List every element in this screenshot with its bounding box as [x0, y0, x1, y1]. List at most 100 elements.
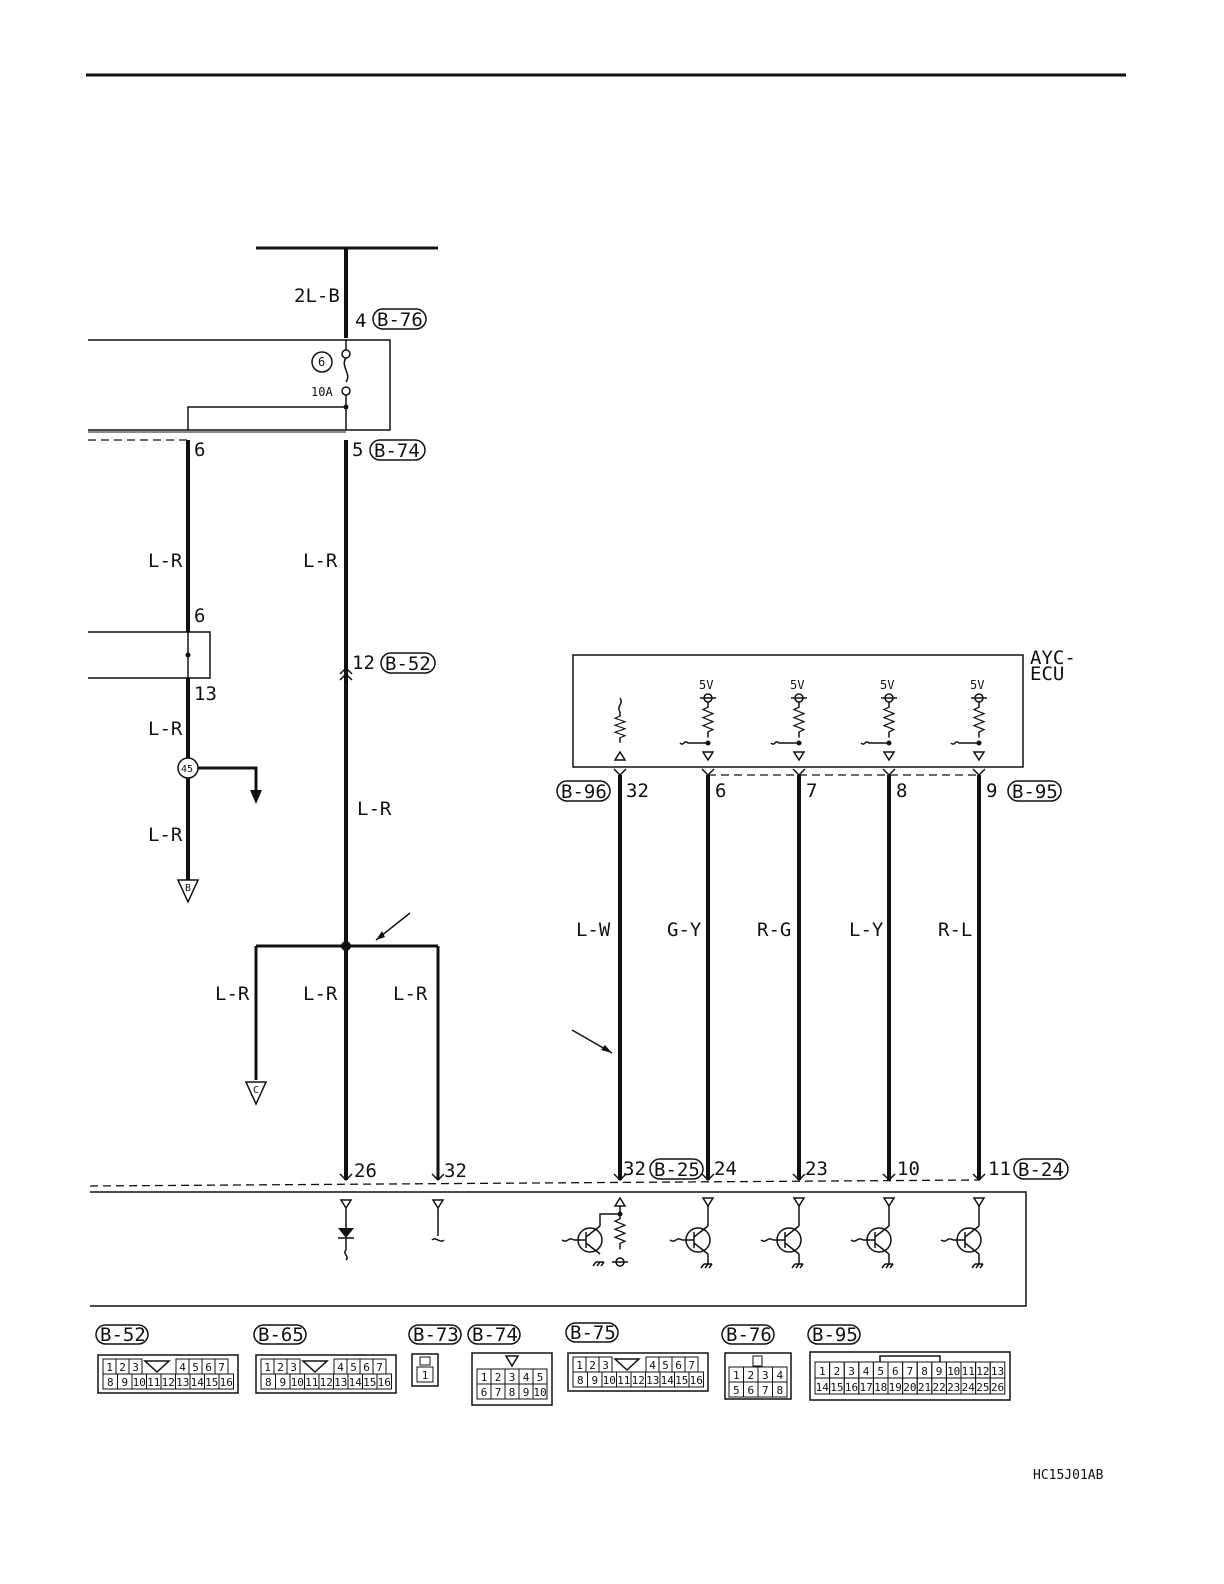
terminal-main-bottom: 26 — [354, 1160, 377, 1182]
svg-text:1: 1 — [264, 1361, 271, 1374]
svg-text:16: 16 — [220, 1376, 233, 1389]
ecu-pin32-resistor — [613, 697, 627, 761]
svg-text:12: 12 — [632, 1374, 645, 1387]
legend-pin-b74-10: 10 — [532, 1383, 548, 1400]
legend-pin-b76-4: 4 — [772, 1366, 788, 1383]
legend-tag-text-b95: B-95 — [812, 1324, 858, 1346]
svg-text:6: 6 — [205, 1361, 212, 1374]
internal-branch — [187, 406, 346, 430]
svg-text:8: 8 — [107, 1376, 114, 1389]
svg-text:6: 6 — [363, 1361, 370, 1374]
connector-tag-b52: B-52 — [380, 652, 436, 675]
svg-text:2: 2 — [589, 1359, 596, 1372]
legend-housing-b74 — [471, 1352, 553, 1406]
legend-tag-text-b52: B-52 — [100, 1324, 146, 1346]
legend-key-b65 — [301, 1360, 329, 1374]
off-page-connector-b: B — [176, 879, 200, 904]
legend-pin-b75-6: 6 — [671, 1356, 686, 1373]
wire-color-main-low: L-R — [357, 798, 392, 820]
supply-5v-pin7: 5V — [790, 678, 804, 692]
fuse-rating: 10A — [311, 385, 333, 399]
transistor-pin24 — [669, 1197, 715, 1269]
left-component-box — [88, 631, 211, 679]
legend-pin-b65-7: 7 — [372, 1358, 387, 1375]
legend-pin-b65-12: 12 — [318, 1373, 334, 1390]
svg-text:20: 20 — [903, 1381, 916, 1394]
legend-tag-b52: B-52 — [95, 1324, 149, 1346]
legend-pin-b65-1: 1 — [260, 1358, 275, 1375]
svg-text:12: 12 — [320, 1376, 333, 1389]
legend-pin-b95-5: 5 — [872, 1361, 889, 1379]
ecu-pullup-pin9 — [950, 693, 987, 762]
legend-housing-b73 — [411, 1353, 439, 1387]
legend-pin-b76-5: 5 — [728, 1381, 744, 1398]
legend-pin-b95-21: 21 — [916, 1377, 933, 1395]
legend-pin-b52-3: 3 — [128, 1358, 143, 1375]
svg-text:7: 7 — [376, 1361, 383, 1374]
legend-tag-b73: B-73 — [408, 1324, 462, 1346]
svg-text:11: 11 — [962, 1365, 975, 1378]
svg-text:12: 12 — [976, 1365, 989, 1378]
svg-text:14: 14 — [191, 1376, 205, 1389]
svg-text:B-25: B-25 — [654, 1159, 700, 1181]
svg-text:2: 2 — [277, 1361, 284, 1374]
svg-text:9: 9 — [936, 1365, 943, 1378]
splice-badge: 45 — [177, 757, 199, 779]
legend-pin-b75-4: 4 — [645, 1356, 660, 1373]
svg-text:5: 5 — [733, 1384, 740, 1397]
legend-pin-b95-20: 20 — [902, 1377, 918, 1395]
wire-color-branch-right: L-R — [393, 983, 428, 1005]
wire-color-sig-9: R-L — [938, 919, 972, 941]
legend-tag-b95: B-95 — [807, 1324, 861, 1346]
legend-pin-b74-8: 8 — [504, 1383, 520, 1400]
svg-text:19: 19 — [889, 1381, 902, 1394]
legend-pin-b65-5: 5 — [346, 1358, 361, 1375]
lower-component-box — [90, 1191, 1027, 1307]
svg-text:17: 17 — [859, 1381, 872, 1394]
terminal-b65-left-bot: 13 — [194, 683, 217, 705]
svg-text:B-74: B-74 — [374, 440, 420, 462]
svg-text:22: 22 — [932, 1381, 945, 1394]
legend-pin-b95-12: 12 — [975, 1361, 991, 1379]
legend-tag-text-b65: B-65 — [258, 1324, 304, 1346]
legend-pin-b95-18: 18 — [872, 1377, 889, 1395]
legend-tag-text-b74: B-74 — [472, 1324, 518, 1346]
legend-pin-b95-9: 9 — [931, 1361, 947, 1379]
svg-text:8: 8 — [776, 1384, 783, 1397]
svg-text:14: 14 — [661, 1374, 675, 1387]
legend-pin-b74-3: 3 — [504, 1368, 520, 1385]
svg-text:16: 16 — [378, 1376, 391, 1389]
legend-pin-b95-25: 25 — [975, 1377, 991, 1395]
legend-pin-b52-10: 10 — [131, 1373, 147, 1390]
wire-color-sig-8: L-Y — [849, 919, 884, 941]
legend-pin-b95-19: 19 — [887, 1377, 904, 1395]
terminal-bot-10: 10 — [897, 1158, 920, 1180]
svg-text:8: 8 — [265, 1376, 272, 1389]
legend-pin-b75-13: 13 — [645, 1371, 661, 1388]
terminal-b65-left-top: 6 — [194, 605, 205, 627]
legend-pin-b52-2: 2 — [115, 1358, 130, 1375]
legend-pin-b95-23: 23 — [945, 1377, 962, 1395]
legend-pin-b95-7: 7 — [902, 1361, 918, 1379]
svg-text:2: 2 — [495, 1371, 502, 1384]
legend-pin-b95-4: 4 — [858, 1361, 874, 1379]
svg-text:4: 4 — [863, 1365, 870, 1378]
svg-text:3: 3 — [762, 1369, 769, 1382]
svg-text:4: 4 — [776, 1369, 783, 1382]
terminal-ecu-8: 8 — [896, 780, 907, 802]
svg-text:1: 1 — [576, 1359, 583, 1372]
svg-text:1: 1 — [733, 1369, 740, 1382]
legend-pin-b52-5: 5 — [188, 1358, 203, 1375]
ayc-ecu-box — [572, 654, 1024, 768]
svg-text:B-52: B-52 — [385, 653, 431, 675]
svg-text:9: 9 — [591, 1374, 598, 1387]
legend-pin-b76-1: 1 — [728, 1366, 744, 1383]
svg-text:13: 13 — [176, 1376, 189, 1389]
svg-text:5: 5 — [350, 1361, 357, 1374]
legend-pin-b74-2: 2 — [490, 1368, 506, 1385]
svg-text:1: 1 — [106, 1361, 113, 1374]
ecu-label-line-1: AYC- — [1030, 647, 1076, 669]
legend-pin-b65-16: 16 — [376, 1373, 392, 1390]
supply-5v-pin9: 5V — [970, 678, 984, 692]
